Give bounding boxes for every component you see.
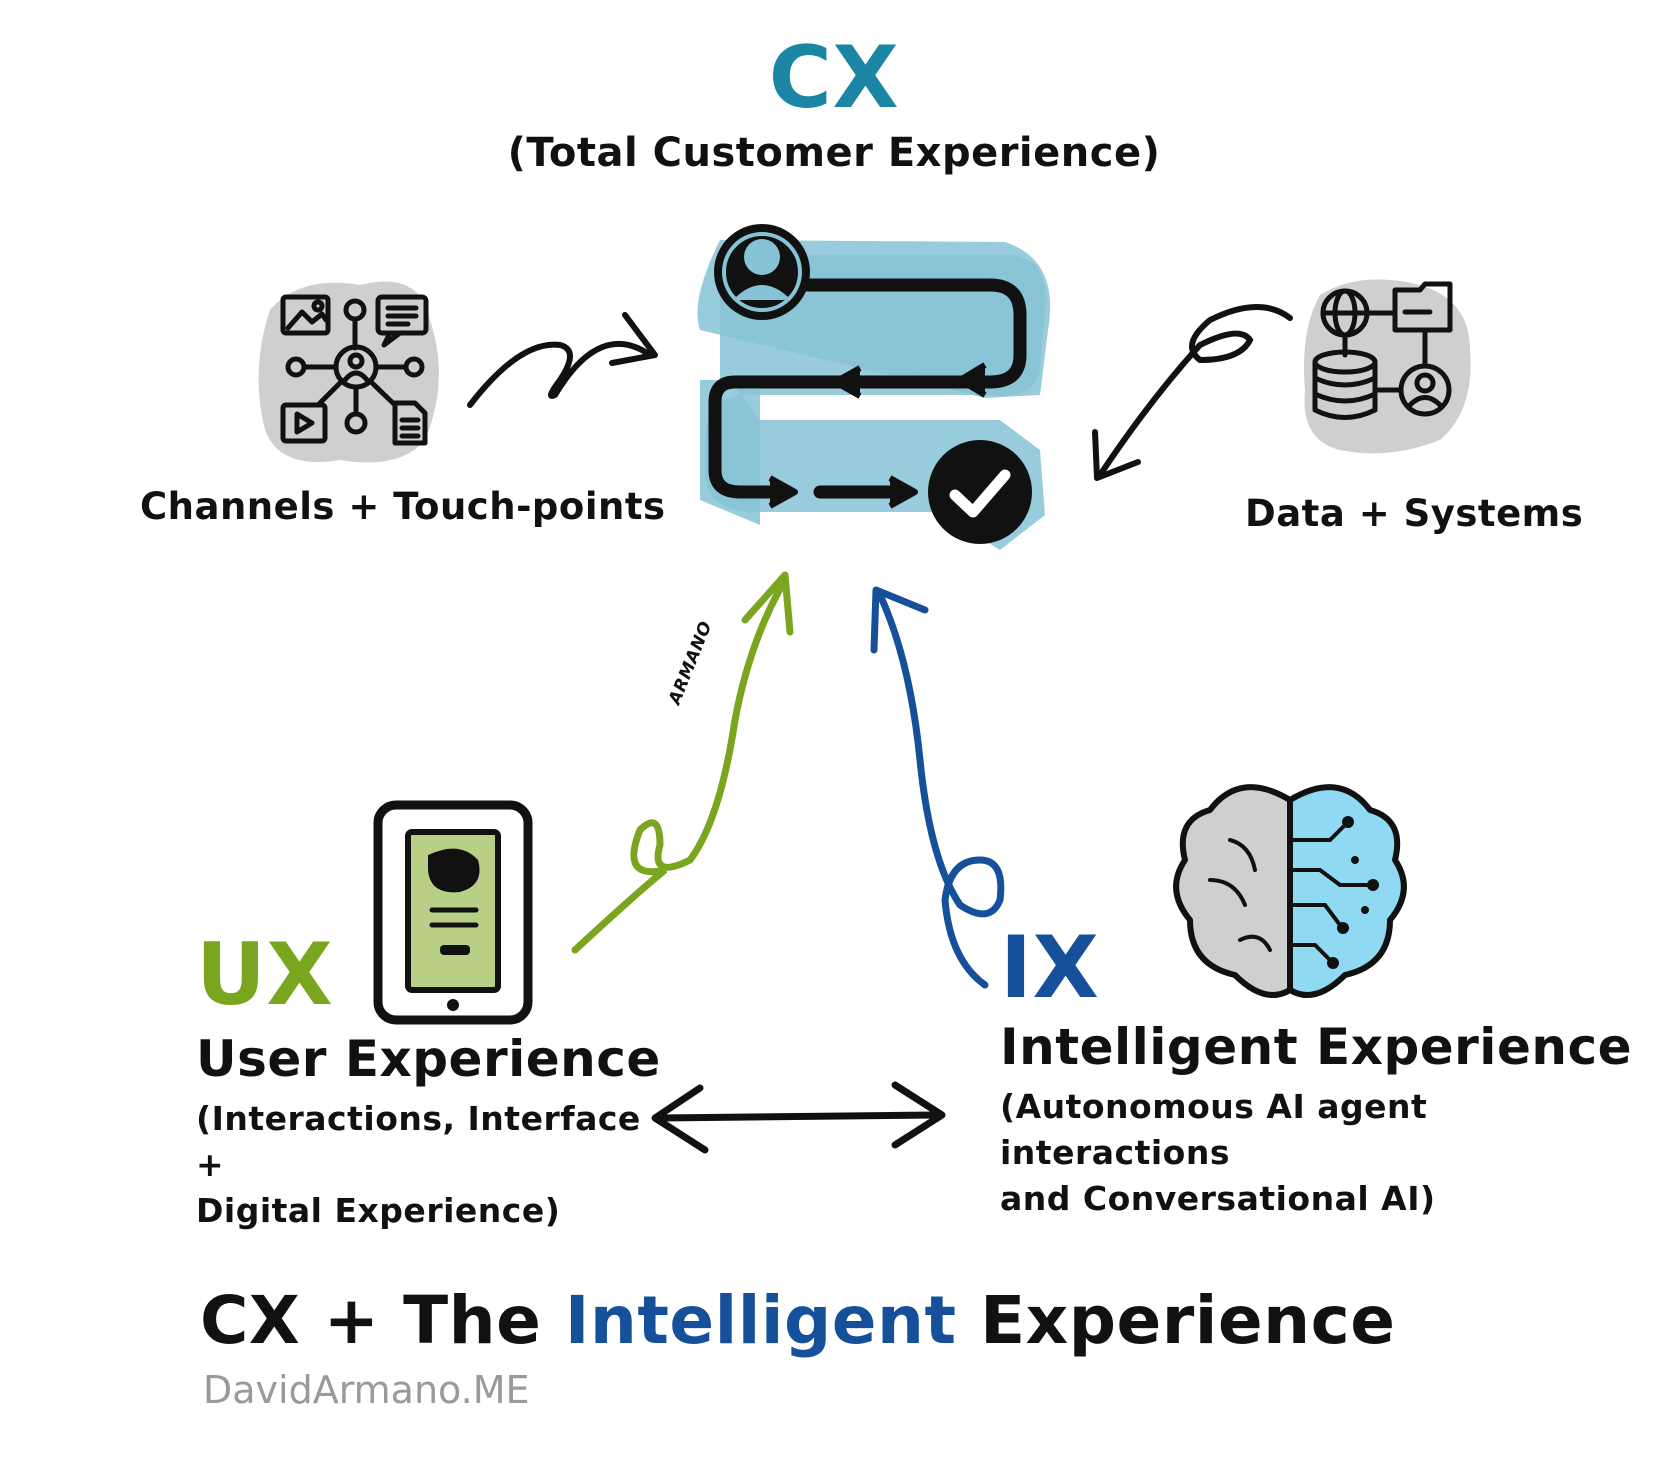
ux-desc-line-2: Digital Experience) xyxy=(196,1191,561,1230)
tablet-icon xyxy=(373,800,533,1025)
cx-abbr: CX xyxy=(768,28,900,128)
arrowhead-icon xyxy=(870,586,929,654)
ux-description: (Interactions, Interface + Digital Exper… xyxy=(196,1096,656,1234)
arrowhead-icon xyxy=(741,571,794,636)
arrowhead-icon xyxy=(1092,429,1141,481)
ux-desc-line-1: (Interactions, Interface + xyxy=(196,1099,641,1184)
channels-label: Channels + Touch-points xyxy=(140,485,666,528)
ix-desc-line-2: and Conversational AI) xyxy=(1000,1179,1436,1218)
data-systems-icon xyxy=(1304,279,1471,454)
journey-check-circle xyxy=(928,440,1032,544)
ix-abbr: IX xyxy=(1000,918,1100,1018)
ux-title: User Experience xyxy=(196,1030,661,1088)
data-systems-label: Data + Systems xyxy=(1245,492,1584,535)
footer-title-part2: Experience xyxy=(956,1282,1396,1359)
ux-to-cx-arrow xyxy=(571,576,789,954)
ix-to-cx-arrow xyxy=(876,591,1005,989)
arrowhead-icon xyxy=(609,312,658,366)
credit-link[interactable]: DavidArmano.ME xyxy=(203,1368,530,1412)
ai-brain-icon xyxy=(1173,784,1407,998)
footer-title-part1: CX + The xyxy=(200,1282,565,1359)
channels-to-cx-arrow xyxy=(467,340,653,408)
cx-subtitle: (Total Customer Experience) xyxy=(507,130,1161,176)
journey-arrow-left-1 xyxy=(957,362,987,398)
journey-arrow-right-1 xyxy=(768,475,798,509)
ux-abbr: UX xyxy=(196,925,334,1025)
ux-ix-double-arrow xyxy=(656,1111,939,1122)
ix-title: Intelligent Experience xyxy=(1000,1018,1632,1076)
data-to-cx-arrow xyxy=(1097,304,1293,478)
ix-description: (Autonomous AI agent interactions and Co… xyxy=(1000,1084,1620,1222)
arrowhead-left-icon xyxy=(651,1084,709,1154)
journey-arrow-right-2 xyxy=(888,475,918,509)
channels-network-icon xyxy=(258,281,439,463)
footer-title: CX + The Intelligent Experience xyxy=(200,1282,1396,1359)
check-icon xyxy=(949,469,1011,518)
arrowhead-right-icon xyxy=(891,1081,946,1149)
journey-arrow-left-2 xyxy=(832,365,862,399)
footer-title-highlight: Intelligent xyxy=(564,1282,957,1359)
customer-journey-icon xyxy=(697,224,1051,550)
ix-desc-line-1: (Autonomous AI agent interactions xyxy=(1000,1087,1428,1172)
